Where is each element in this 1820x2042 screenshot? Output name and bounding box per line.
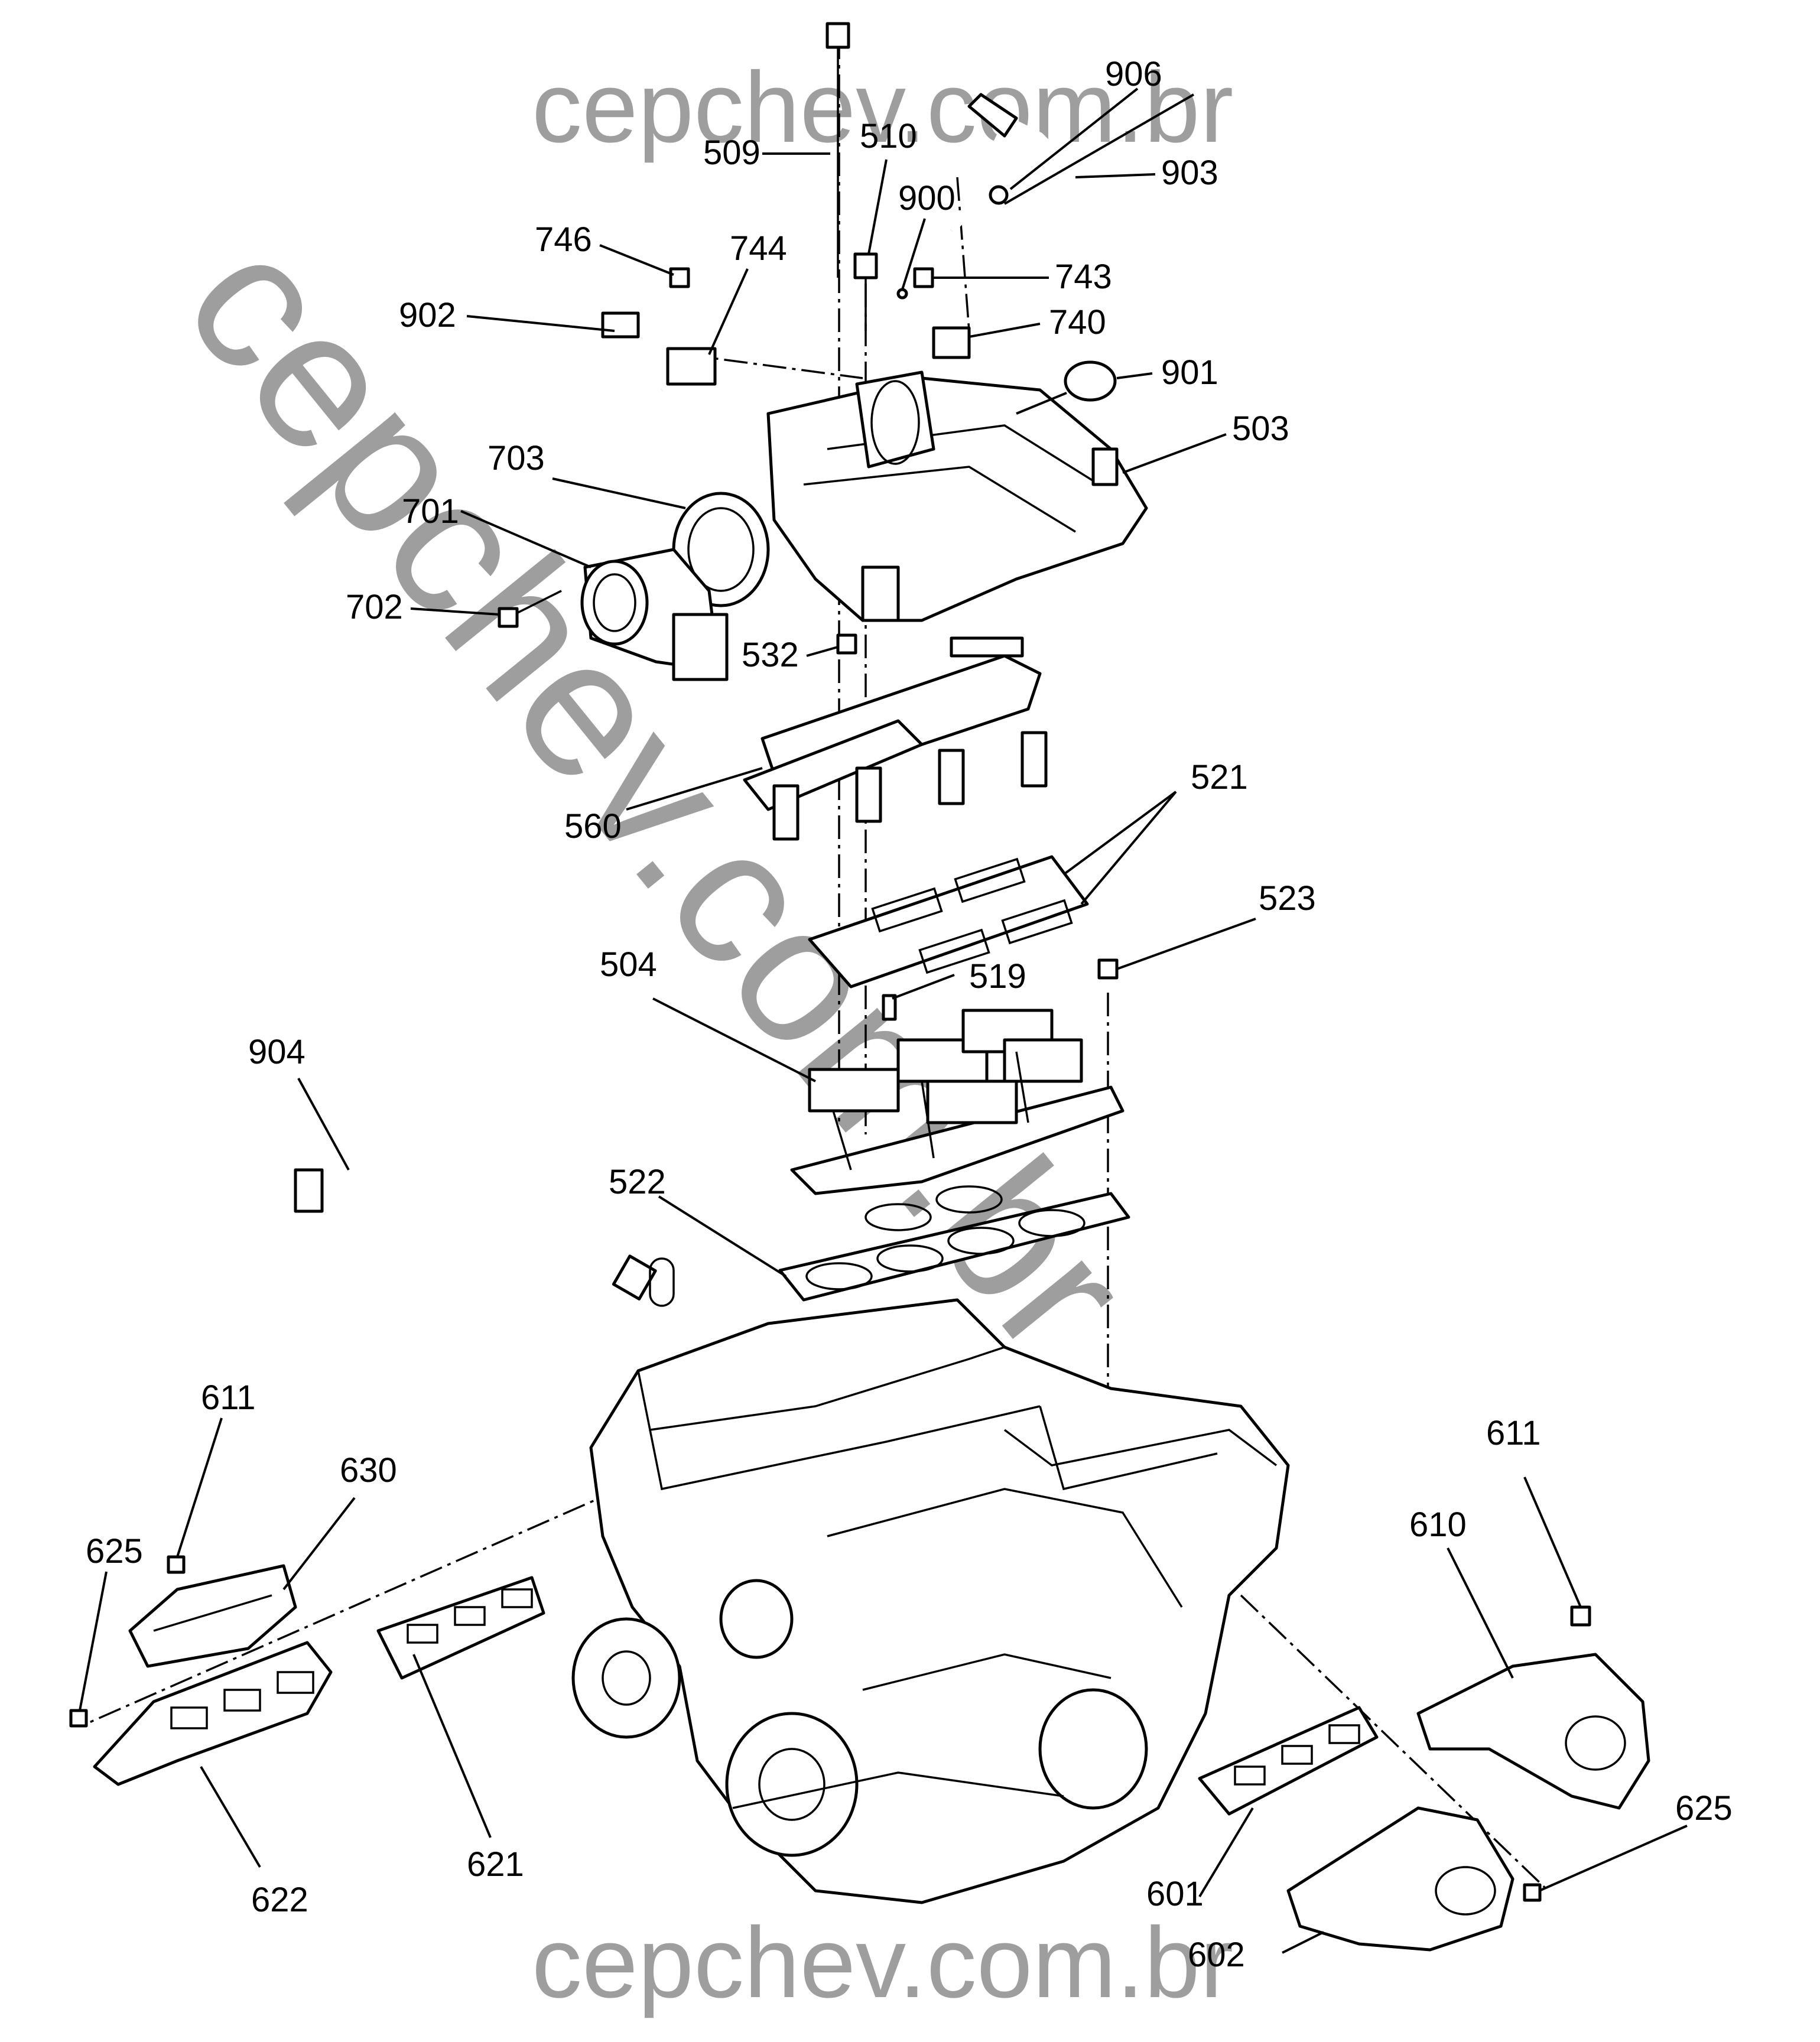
- left-exhaust-manifold: [93, 1641, 333, 1786]
- callout-743: 743: [1055, 258, 1112, 296]
- lower-intake-manifold: [790, 1009, 1124, 1195]
- callout-labels: 509 510 906 903 900 746 744 743 902 740 …: [86, 55, 1733, 1974]
- watermark-diagonal: cepchev.com.br: [144, 196, 1172, 1393]
- engine-block: [571, 1257, 1290, 1904]
- callout-504: 504: [600, 945, 657, 984]
- callout-740: 740: [1049, 303, 1106, 342]
- throttle-body-bolt: [498, 590, 562, 628]
- callout-611-left: 611: [201, 1378, 255, 1417]
- callout-702: 702: [346, 588, 403, 626]
- callout-521: 521: [1191, 758, 1248, 796]
- callout-900: 900: [898, 179, 956, 217]
- callout-610: 610: [1409, 1506, 1467, 1544]
- callout-503: 503: [1232, 409, 1289, 448]
- callout-903: 903: [1161, 154, 1218, 192]
- watermark-bottom: cepchev.com.br: [532, 1907, 1233, 2019]
- leader-lines: [79, 87, 1688, 1954]
- top-hoses-sensors: [576, 93, 1117, 417]
- right-heat-shield: [1416, 1653, 1650, 1810]
- callout-560: 560: [564, 807, 622, 846]
- callout-625-left: 625: [86, 1532, 143, 1570]
- callout-510: 510: [860, 117, 917, 155]
- callout-601: 601: [1146, 1875, 1204, 1913]
- lower-manifold-gasket: [778, 1185, 1130, 1302]
- callout-519: 519: [969, 957, 1026, 996]
- callout-902: 902: [399, 296, 456, 334]
- callout-602: 602: [1188, 1936, 1245, 1974]
- callout-509: 509: [703, 134, 760, 172]
- upper-intake-manifold: [766, 370, 1148, 622]
- upper-manifold-gasket: [808, 855, 1089, 989]
- callout-744: 744: [730, 229, 787, 268]
- callout-904: 904: [248, 1033, 306, 1071]
- pcv-tube: [294, 1168, 657, 1300]
- callout-622: 622: [251, 1881, 308, 1919]
- callout-746: 746: [535, 220, 592, 259]
- watermark-top: cepchev.com.br: [532, 51, 1233, 164]
- left-heat-shield: [128, 1564, 297, 1668]
- right-exhaust-manifold: [1286, 1806, 1514, 1952]
- throttle-body: [580, 548, 729, 681]
- callout-523: 523: [1259, 879, 1316, 918]
- callout-625-right: 625: [1675, 1789, 1733, 1828]
- callout-532: 532: [742, 636, 799, 674]
- callout-701: 701: [402, 492, 459, 531]
- callout-630: 630: [340, 1451, 397, 1490]
- fuel-rail-injectors: [743, 636, 1048, 841]
- right-exhaust-gasket: [1198, 1706, 1379, 1816]
- left-exhaust-gasket: [376, 1576, 545, 1680]
- callout-901: 901: [1161, 353, 1218, 392]
- callout-522: 522: [609, 1163, 666, 1201]
- fasteners: [69, 22, 1591, 1902]
- callout-611-right: 611: [1486, 1414, 1540, 1452]
- callout-703: 703: [488, 439, 545, 477]
- callout-621: 621: [467, 1845, 524, 1884]
- callout-906: 906: [1105, 55, 1162, 93]
